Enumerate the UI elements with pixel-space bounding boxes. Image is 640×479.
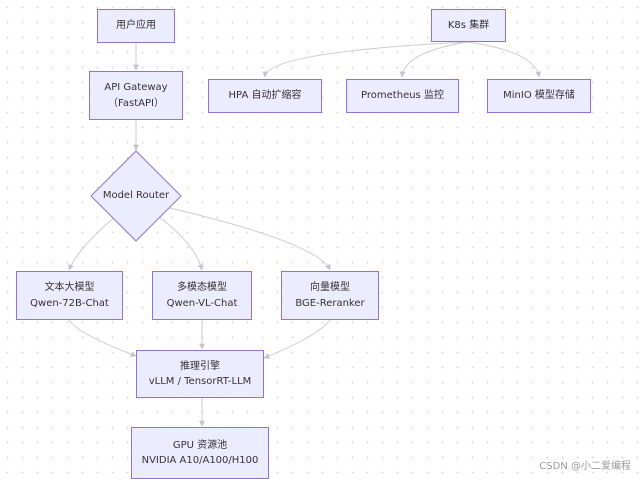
model-router-diamond[interactable]	[90, 150, 182, 242]
gpu-pool-subtitle: NVIDIA A10/A100/H100	[141, 455, 259, 466]
edge-k8s-to-minio	[467, 41, 542, 78]
text-model-node[interactable]: 文本大模型 Qwen-72B-Chat	[16, 271, 123, 320]
text-model-subtitle: Qwen-72B-Chat	[30, 297, 109, 309]
api-gateway-title: API Gateway	[104, 82, 168, 93]
prometheus-label: Prometheus 监控	[361, 90, 444, 102]
vector-model-subtitle: BGE-Reranker	[295, 297, 365, 309]
edge-vector-model-to-inference	[263, 319, 331, 359]
gpu-pool-node[interactable]: GPU 资源池 NVIDIA A10/A100/H100	[131, 427, 269, 479]
inference-engine-node[interactable]: 推理引擎 vLLM / TensorRT-LLM	[136, 350, 264, 398]
multimodal-model-node[interactable]: 多模态模型 Qwen-VL-Chat	[152, 271, 252, 320]
api-gateway-subtitle: （FastAPI）	[108, 97, 164, 109]
user-app-label: 用户应用	[116, 20, 156, 32]
edge-router-to-text-model	[68, 215, 117, 271]
minio-node[interactable]: MinIO 模型存储	[487, 79, 591, 113]
edge-router-to-vector-model	[169, 207, 331, 271]
gpu-pool-title: GPU 资源池	[172, 439, 228, 451]
multimodal-model-title: 多模态模型	[177, 282, 227, 293]
api-gateway-node[interactable]: API Gateway （FastAPI）	[89, 71, 183, 120]
hpa-node[interactable]: HPA 自动扩缩容	[208, 79, 322, 113]
prometheus-node[interactable]: Prometheus 监控	[346, 79, 459, 113]
k8s-cluster-label: K8s 集群	[447, 19, 490, 31]
multimodal-model-subtitle: Qwen-VL-Chat	[166, 297, 238, 309]
vector-model-node[interactable]: 向量模型 BGE-Reranker	[281, 271, 379, 320]
edge-router-to-multimodal-model	[157, 215, 204, 271]
inference-engine-title: 推理引擎	[180, 360, 220, 372]
text-model-title: 文本大模型	[44, 282, 95, 293]
hpa-label: HPA 自动扩缩容	[228, 90, 302, 102]
k8s-cluster-node[interactable]: K8s 集群	[431, 9, 506, 42]
edge-text-model-to-inference	[68, 319, 137, 357]
vector-model-title: 向量模型	[310, 282, 350, 293]
user-app-node[interactable]: 用户应用	[97, 9, 175, 43]
watermark: CSDN @小二爱编程	[539, 461, 631, 472]
inference-engine-subtitle: vLLM / TensorRT-LLM	[148, 376, 252, 387]
model-router-label: Model Router	[102, 190, 170, 201]
edge-k8s-to-hpa	[262, 41, 469, 78]
minio-label: MinIO 模型存储	[503, 90, 575, 102]
edge-k8s-to-prometheus	[399, 41, 469, 78]
